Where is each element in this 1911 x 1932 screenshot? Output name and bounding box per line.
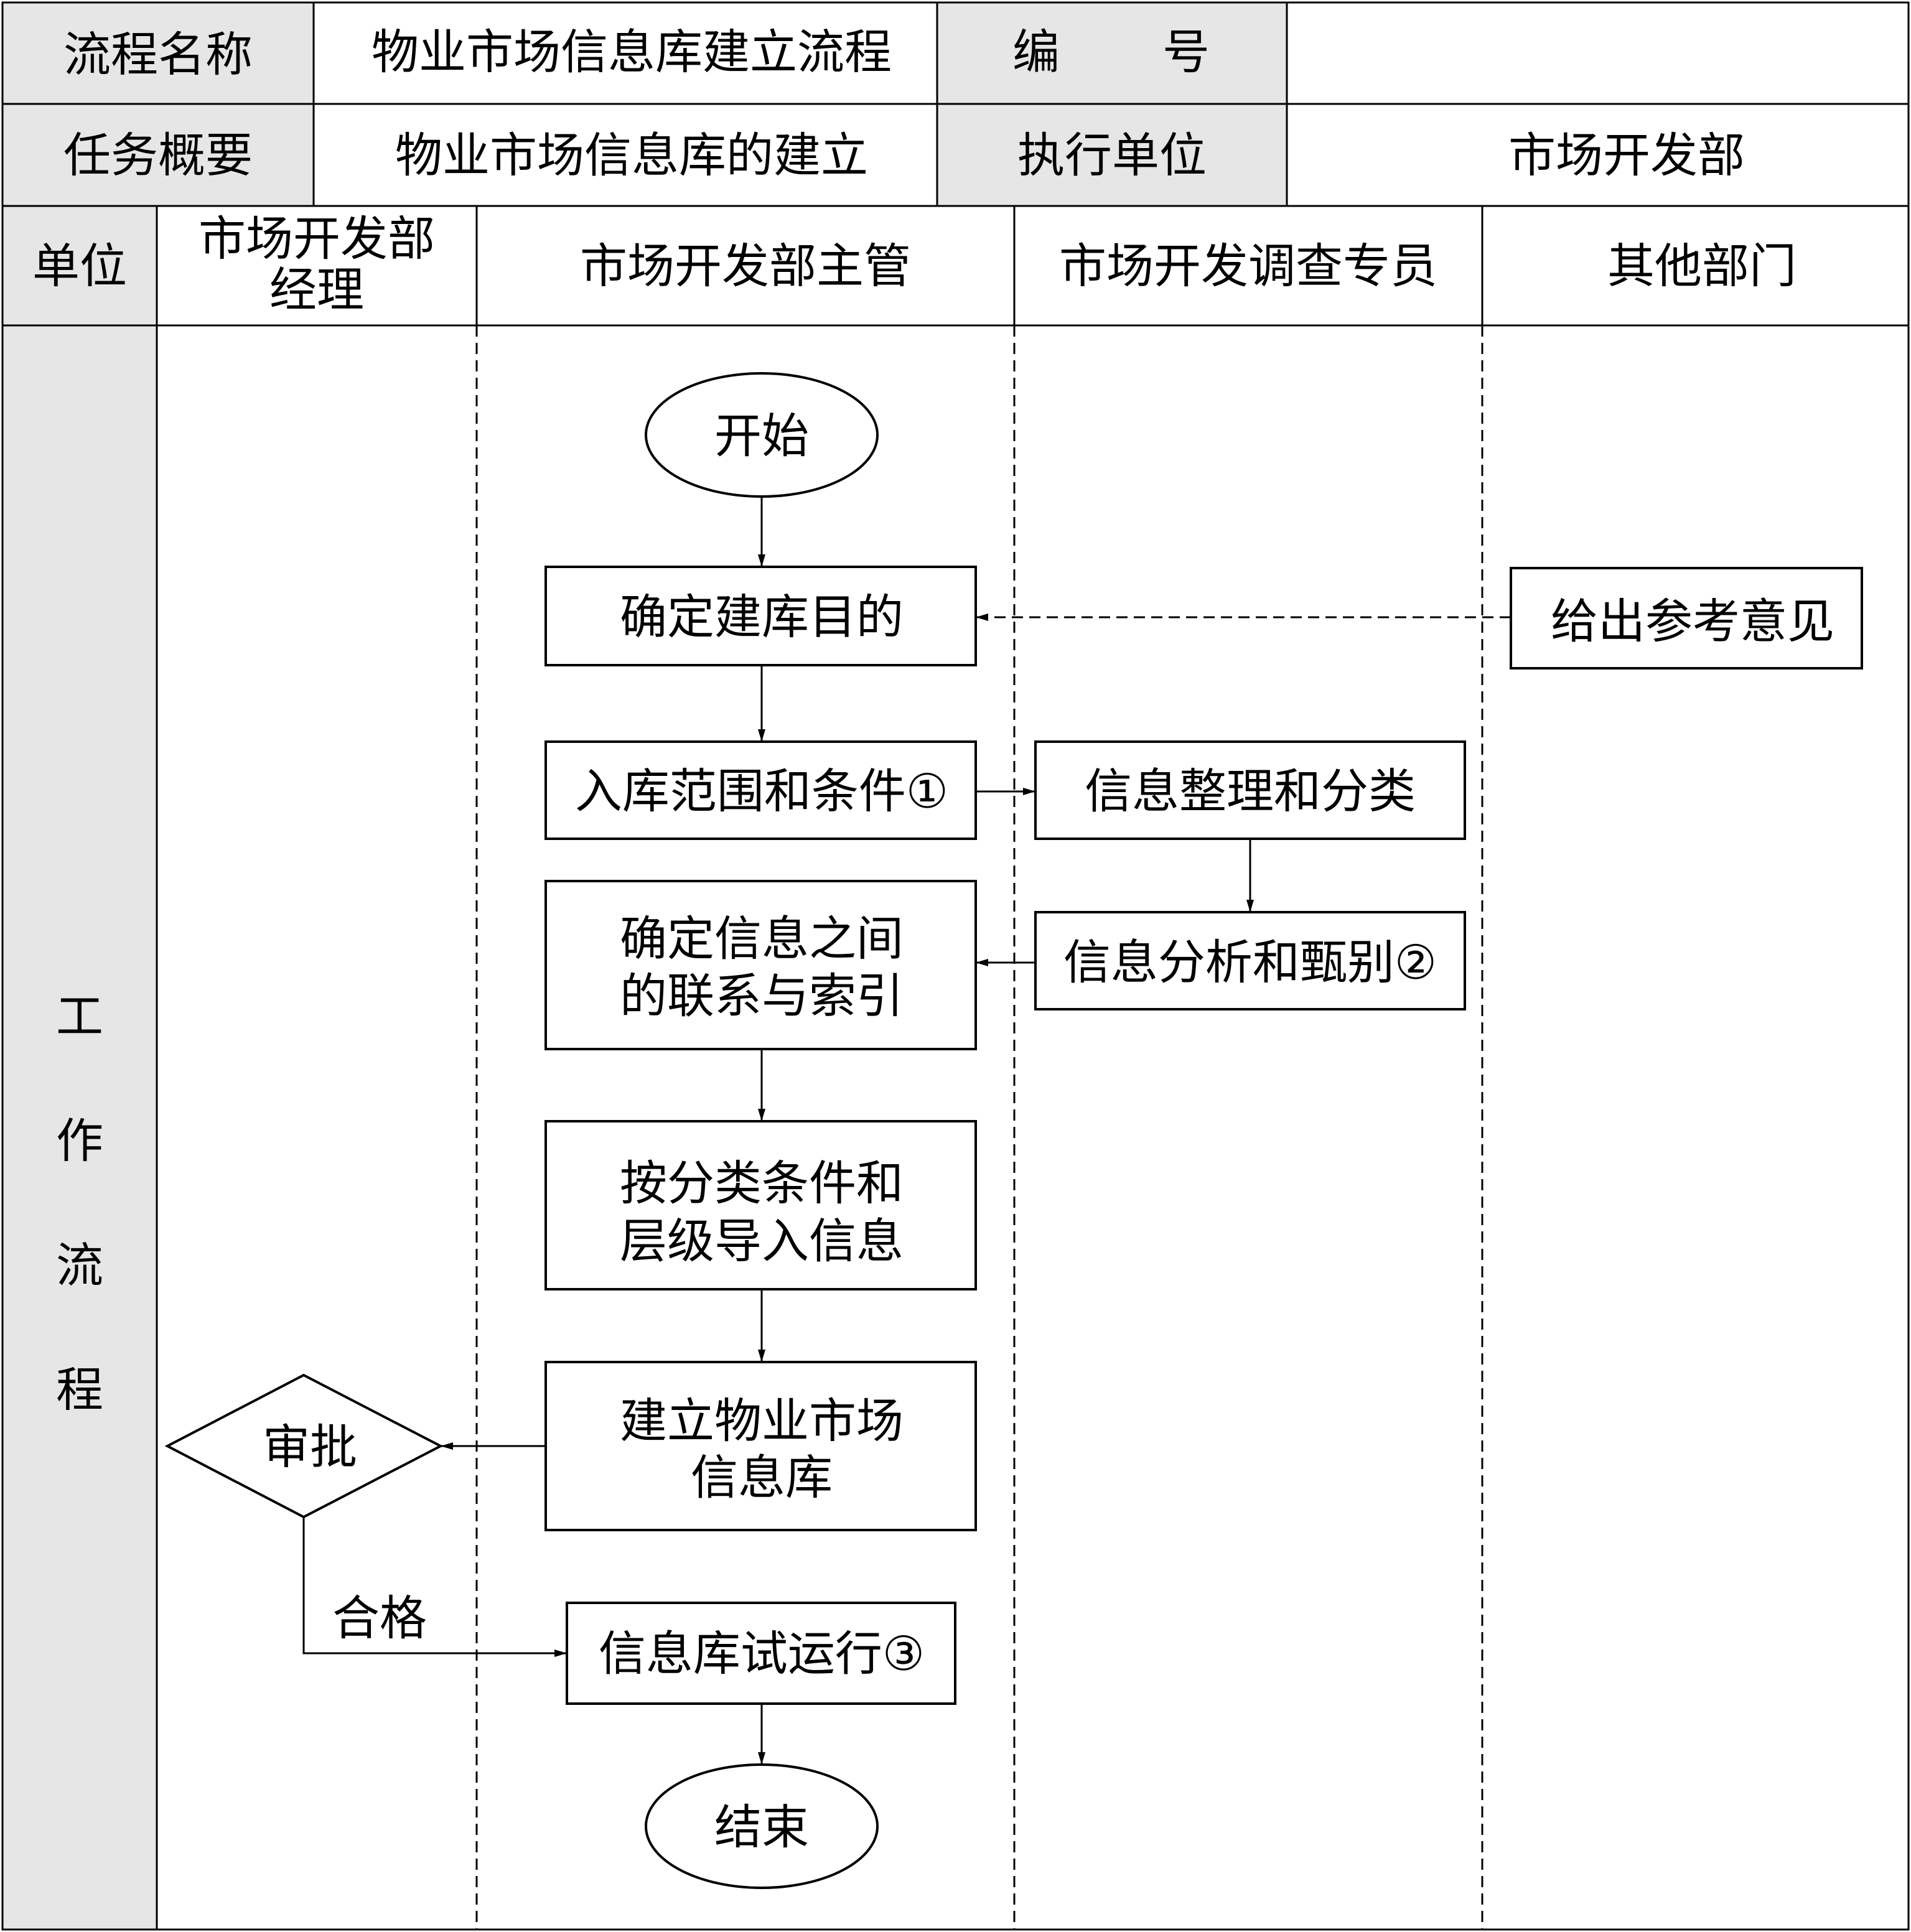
organize-classify-box [1034,740,1466,840]
number-label-right: 号 [1162,24,1210,80]
lane-header-manager-line2: 经理 [269,262,364,317]
process-name-label: 流程名称 [63,27,253,82]
lane-header-investigator: 市场开发调查专员 [1059,238,1437,294]
scope-conditions-box [544,740,977,840]
lane-separators [475,325,1483,1930]
reference-opinion-box [1510,567,1863,670]
scope-conditions-label: 入库范围和条件① [575,763,948,819]
lane-header-manager-line1: 市场开发部 [199,211,435,266]
lane-header-supervisor: 市场开发部主管 [580,238,911,294]
relations-label-line2: 的联系与索引 [620,968,904,1024]
pass-label: 合格 [332,1590,427,1646]
workflow-label-char: 作 [56,1113,103,1169]
organize-classify-label: 信息整理和分类 [1085,763,1416,819]
analyze-identify-box [1034,911,1466,1010]
node-shapes [164,372,1863,1889]
executing-unit-value: 市场开发部 [1508,128,1745,183]
start-label: 开始 [714,408,809,464]
task-summary-label: 任务概要 [63,128,253,183]
reference-opinion-label: 给出参考意见 [1551,594,1834,649]
number-label-left: 编 [1012,24,1060,80]
unit-label: 单位 [32,238,127,294]
build-label-line2: 信息库 [691,1450,833,1505]
relations-label-line1: 确定信息之间 [620,911,904,966]
process-name-value: 物业市场信息库建立流程 [371,24,892,80]
workflow-label-char: 流 [56,1238,103,1293]
import-label-line2: 层级导入信息 [620,1213,904,1269]
define-purpose-label: 确定建库目的 [620,589,904,645]
build-label-line1: 建立物业市场 [620,1393,904,1449]
trial-run-label: 信息库试运行③ [599,1626,925,1681]
header-shading [2,2,1287,1930]
connectors [302,497,1511,1765]
workflow-label-char: 程 [56,1362,103,1417]
relations-box [544,880,977,1050]
analyze-identify-label: 信息分析和甄别② [1063,935,1437,990]
workflow-label-char: 工 [56,989,103,1044]
executing-unit-label: 执行单位 [1017,128,1207,183]
trial-run-box [566,1602,956,1705]
build-box [544,1361,977,1531]
import-label-line1: 按分类条件和 [620,1155,904,1211]
task-summary-value: 物业市场信息库的建立 [395,128,868,183]
lane-header-other-depts: 其他部门 [1607,238,1797,294]
approve-label: 审批 [263,1419,357,1475]
arrow-approve-to-trial [302,1517,567,1657]
end-label: 结束 [714,1799,809,1855]
